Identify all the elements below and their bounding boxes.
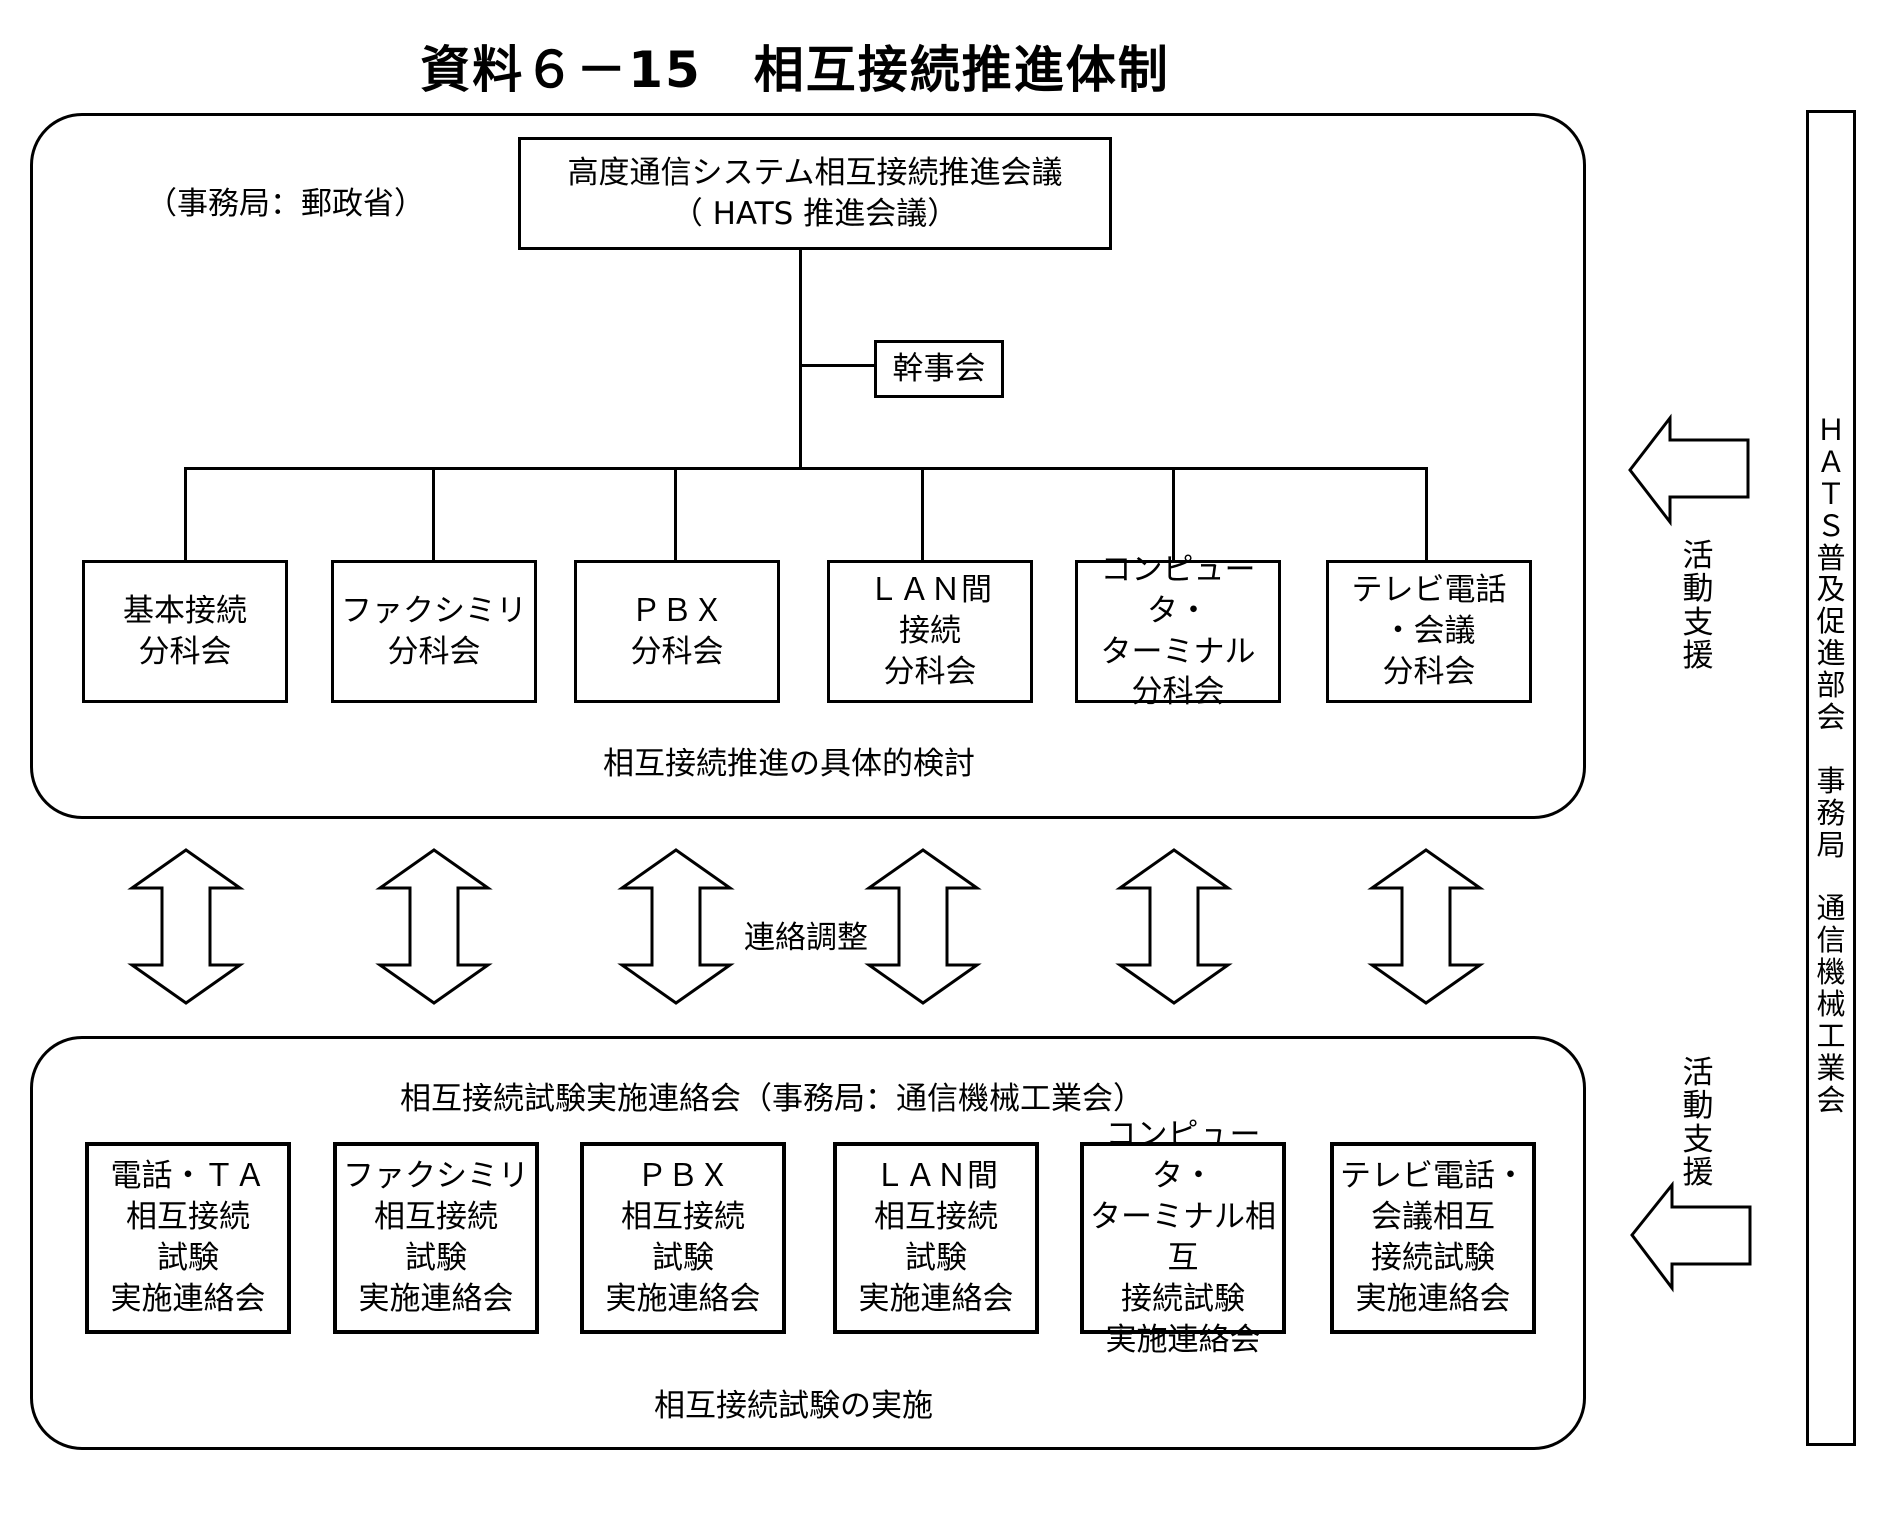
- steering-committee-box: 幹事会: [874, 340, 1004, 398]
- support-label-lower: 活 動 支 援: [1682, 1055, 1714, 1192]
- drop-line: [1172, 467, 1175, 562]
- double-arrow-icon: [1367, 848, 1485, 1005]
- side-column: [1806, 110, 1856, 1446]
- double-arrow-icon: [1115, 848, 1233, 1005]
- drop-line: [432, 467, 435, 562]
- upper-panel: [30, 113, 1586, 819]
- horizontal-bus: [184, 467, 1428, 470]
- side-column-text: Ｈ Ａ Ｔ Ｓ 普 及 促 進 部 会 事 務 局 通 信 機 械 工 業 会: [1816, 413, 1846, 1117]
- drop-line: [674, 467, 677, 562]
- drop-line: [921, 467, 924, 562]
- test-group-box: ＬＡＮ間 相互接続 試験 実施連絡会: [833, 1142, 1039, 1334]
- lower-panel: [30, 1036, 1586, 1450]
- subcommittee-box: テレビ電話 ・会議 分科会: [1326, 560, 1532, 703]
- test-group-box: 電話・ＴＡ 相互接続 試験 実施連絡会: [85, 1142, 291, 1334]
- lower-header: 相互接続試験実施連絡会（事務局：通信機械工業会）: [400, 1081, 1144, 1117]
- subcommittee-box: 基本接続 分科会: [82, 560, 288, 703]
- test-group-box: コンピュータ・ ターミナル相互 接続試験 実施連絡会: [1080, 1117, 1286, 1358]
- page-title: 資料６－15 相互接続推進体制: [420, 41, 1170, 99]
- subcommittee-box: ファクシミリ 分科会: [331, 560, 537, 703]
- test-group-box: テレビ電話・ 会議相互 接続試験 実施連絡会: [1330, 1142, 1536, 1334]
- test-group-box: ＰＢＸ 相互接続 試験 実施連絡会: [580, 1142, 786, 1334]
- council-box: 高度通信システム相互接続推進会議 （ HATS 推進会議）: [518, 137, 1112, 250]
- coordination-label: 連絡調整: [742, 912, 870, 957]
- support-label-upper: 活 動 支 援: [1682, 538, 1714, 675]
- test-group-box: ファクシミリ 相互接続 試験 実施連絡会: [333, 1142, 539, 1334]
- drop-line: [1425, 467, 1428, 562]
- drop-line: [184, 467, 187, 562]
- secretariat-label: （事務局：郵政省）: [146, 186, 425, 222]
- trunk-line: [799, 248, 802, 470]
- double-arrow-icon: [864, 848, 982, 1005]
- double-arrow-icon: [617, 848, 735, 1005]
- lower-caption: 相互接続試験の実施: [654, 1388, 933, 1424]
- left-arrow-icon: [1630, 1180, 1752, 1293]
- branch-to-steering: [801, 364, 874, 367]
- left-arrow-icon: [1628, 413, 1750, 527]
- double-arrow-icon: [375, 848, 493, 1005]
- subcommittee-box: ＰＢＸ 分科会: [574, 560, 780, 703]
- double-arrow-icon: [127, 848, 245, 1005]
- upper-caption: 相互接続推進の具体的検討: [603, 746, 975, 782]
- subcommittee-box: コンピュータ・ ターミナル 分科会: [1075, 552, 1281, 710]
- subcommittee-box: ＬＡＮ間 接続 分科会: [827, 560, 1033, 703]
